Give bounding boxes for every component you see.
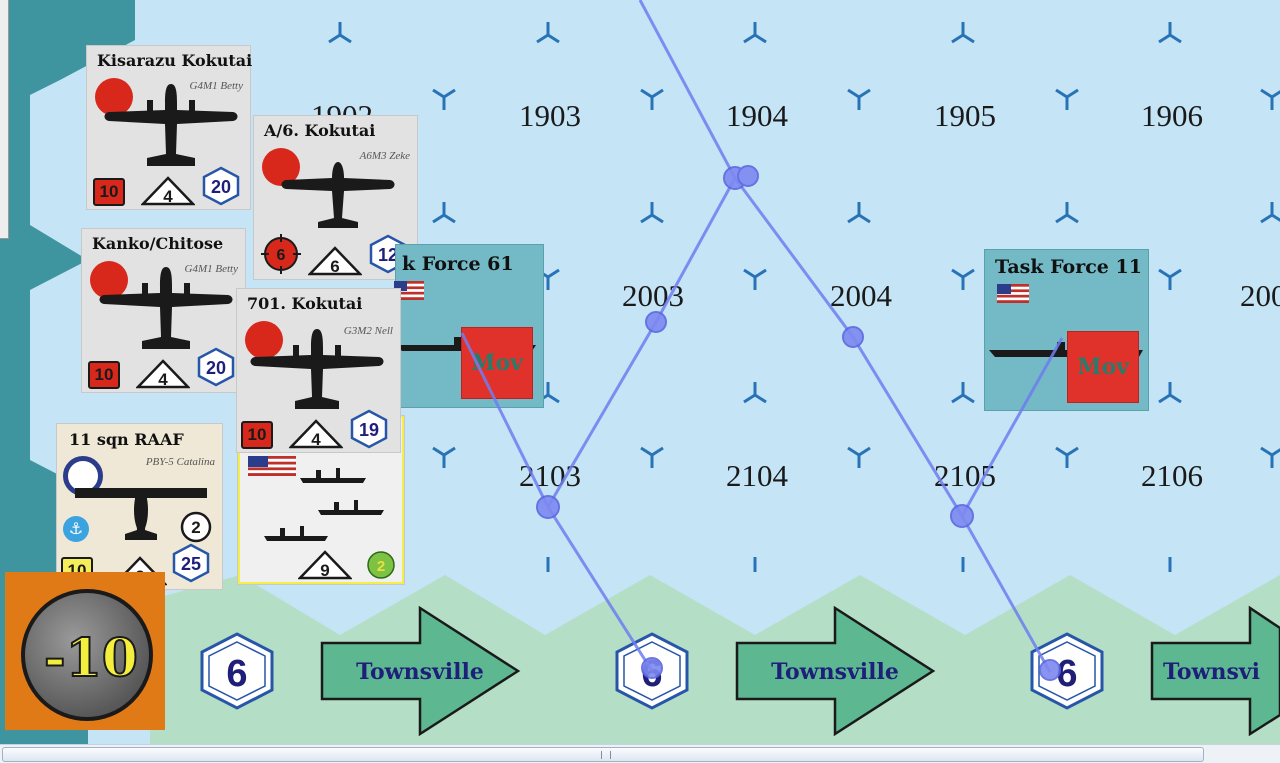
target-icon: 6 (261, 234, 301, 274)
hex-number: 2004 (830, 278, 893, 313)
circle-value-badge: 2 (180, 511, 212, 543)
horizontal-scrollbar[interactable] (0, 744, 1280, 763)
attack-value: 6 (277, 247, 286, 264)
bomber-silhouette-icon (99, 267, 233, 349)
hex-number: 1903 (519, 98, 581, 133)
scrollbar-thumb[interactable] (2, 747, 1204, 762)
supply-value: 6 (1056, 653, 1077, 695)
supply-hex-badge[interactable]: 6 (200, 632, 274, 710)
land-left-edge (0, 0, 135, 744)
supply-arrow: Townsvi (1150, 605, 1280, 737)
supply-value: 6 (226, 653, 247, 695)
supply-hex-badge[interactable]: 6 (1030, 632, 1104, 710)
strength-value: 19 (359, 420, 379, 440)
air-unit-counter-701[interactable]: 701. Kokutai G3M2 Nell 10 4 19 (237, 289, 400, 452)
air-unit-counter-raaf[interactable]: 11 sqn RAAF PBY-5 Catalina ⚓ 2 10 2 25 (57, 424, 222, 589)
unit-name: Kanko/Chitose (92, 234, 224, 253)
green-disc-icon: 2 (367, 551, 395, 579)
us-flag (394, 281, 424, 300)
move-status[interactable]: Mov (462, 328, 532, 398)
strength-value: 25 (181, 554, 201, 574)
rising-sun-roundel (262, 148, 300, 186)
aircraft-model: G4M1 Betty (184, 263, 238, 275)
task-force-61-counter[interactable]: k Force 61 Mov (394, 244, 544, 408)
circle-value: 2 (191, 518, 200, 537)
rising-sun-roundel (245, 321, 283, 359)
range-value: 4 (311, 430, 321, 449)
air-unit-counter-kisarazu[interactable]: Kisarazu Kokutai G4M1 Betty 10 4 20 (87, 46, 253, 209)
strength-value: 12 (378, 245, 398, 265)
move-status[interactable]: Mov (1068, 332, 1138, 402)
attack-value: 10 (241, 421, 273, 449)
supply-hex-badge[interactable]: 6 (615, 632, 689, 710)
supply-value: 6 (641, 653, 662, 695)
range-triangle: 4 (136, 359, 190, 389)
range-value: 6 (330, 257, 339, 276)
aircraft-model: G4M1 Betty (189, 80, 243, 92)
air-unit-counter-a6[interactable]: A/6. Kokutai A6M3 Zeke 6 6 12 (254, 116, 417, 279)
strength-hex: 19 (350, 409, 388, 449)
speed-value: 2 (377, 558, 385, 575)
strength-hex: 25 (172, 543, 210, 583)
unit-name: 701. Kokutai (247, 294, 363, 313)
strength-value: 9 (320, 561, 329, 580)
turn-modifier-counter[interactable]: -10 (5, 572, 165, 730)
aircraft-model: A6M3 Zeke (359, 150, 410, 162)
rising-sun-roundel (95, 78, 133, 116)
unit-name: A/6. Kokutai (264, 121, 376, 140)
air-unit-counter-kanko[interactable]: Kanko/Chitose G4M1 Betty 10 4 20 (82, 229, 245, 392)
hex-number: 2106 (1141, 458, 1203, 493)
hex-number: 2103 (519, 458, 581, 493)
aircraft-model: G3M2 Nell (343, 325, 393, 337)
task-force-name: k Force 61 (402, 253, 514, 275)
supply-arrow-label: Townsville (771, 659, 899, 685)
attack-value: 10 (93, 178, 125, 206)
range-triangle: 4 (289, 419, 343, 449)
flying-boat-silhouette-icon (75, 488, 207, 540)
hex-number: 1904 (726, 98, 789, 133)
aircraft-model: PBY-5 Catalina (145, 456, 215, 468)
strength-hex: 20 (202, 166, 240, 206)
attack-value: 10 (88, 361, 120, 389)
hex-number: 200 (1240, 278, 1280, 313)
fighter-silhouette-icon (281, 162, 395, 228)
rising-sun-roundel (90, 261, 128, 299)
hex-number: 2104 (726, 458, 789, 493)
modifier-value: -10 (43, 627, 139, 690)
strength-triangle: 9 (298, 550, 352, 580)
range-value: 4 (163, 187, 173, 206)
task-force-11-counter[interactable]: Task Force 11 Mov (984, 249, 1149, 411)
task-force-name: Task Force 11 (995, 256, 1142, 278)
anchor-icon: ⚓ (63, 516, 89, 542)
window-edge-panel (0, 0, 9, 239)
strength-value: 20 (206, 358, 226, 378)
range-triangle: 4 (141, 176, 195, 206)
strength-hex: 20 (197, 347, 235, 387)
bomber-silhouette-icon (250, 329, 384, 409)
hex-number: 1905 (934, 98, 996, 133)
us-flag (248, 456, 296, 476)
destroyer-silhouettes-icon (264, 468, 384, 541)
range-triangle: 6 (308, 246, 362, 276)
hex-number: 1906 (1141, 98, 1203, 133)
unit-name: Kisarazu Kokutai (97, 51, 253, 70)
scrollbar-grip-icon (601, 751, 611, 759)
supply-arrow-label: Townsvi (1163, 659, 1260, 685)
us-flag (997, 284, 1029, 303)
strength-value: 20 (211, 177, 231, 197)
bomber-silhouette-icon (104, 84, 238, 166)
hex-number: 2003 (622, 278, 684, 313)
supply-arrow-label: Townsville (356, 659, 484, 685)
range-value: 4 (158, 370, 168, 389)
hex-number: 2105 (934, 458, 996, 493)
unit-name: 11 sqn RAAF (69, 430, 184, 449)
modifier-disc: -10 (21, 589, 153, 721)
